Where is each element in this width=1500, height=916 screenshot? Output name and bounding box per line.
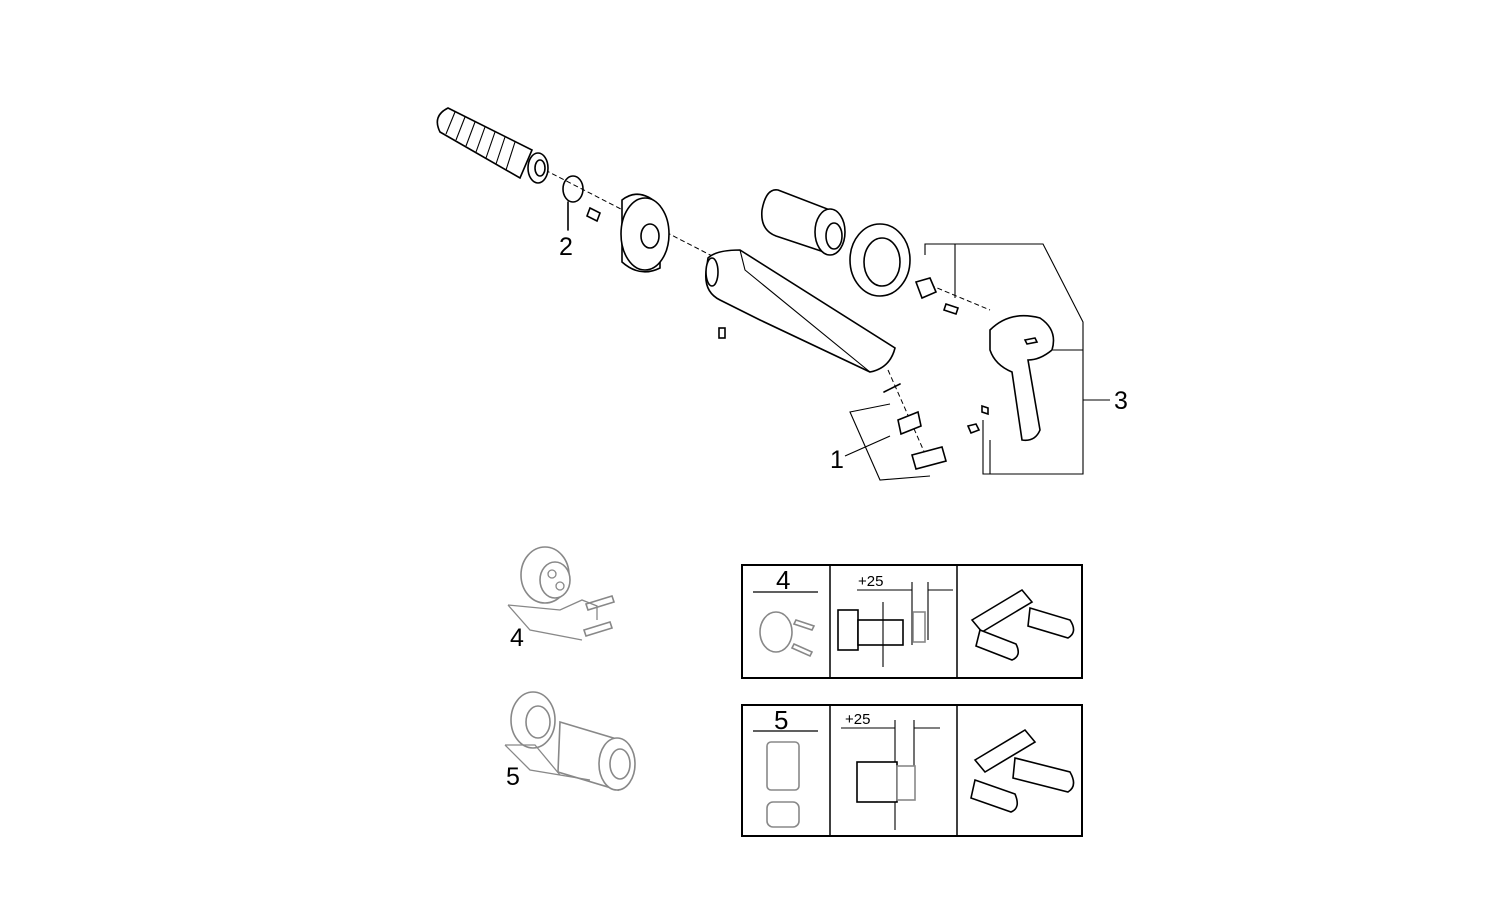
o-ring (562, 175, 584, 203)
flexible-hose (436, 107, 549, 184)
rough-in-set-5 (504, 691, 636, 792)
rough-in-set-4 (507, 546, 616, 641)
handle-adapter (914, 277, 938, 300)
handle-axis-line (929, 284, 991, 311)
aerator-gasket (883, 383, 901, 393)
set-screw (981, 404, 989, 416)
callout-1-bracket (844, 403, 931, 481)
table-4-number: 4 (776, 565, 790, 595)
handle-rosette-ring (849, 223, 911, 297)
callout-2: 2 (559, 233, 573, 261)
table-5-number: 5 (774, 705, 788, 735)
handle-screw (942, 302, 960, 316)
callout-5: 5 (506, 763, 520, 791)
compat-table-5: 5 +25 (741, 704, 1083, 837)
compat-table-4: 4 +25 (741, 564, 1083, 679)
callout-1: 1 (830, 446, 844, 474)
aerator-housing (911, 446, 947, 470)
table-4-offset: +25 (858, 573, 883, 590)
callout-3: 3 (1114, 387, 1128, 415)
spout-rosette (620, 193, 670, 273)
callout-3-bracket (924, 243, 1110, 475)
screw (585, 206, 602, 223)
handle-sleeve (760, 189, 846, 256)
table-5-offset: +25 (845, 711, 870, 728)
cap-nut (966, 423, 981, 435)
callout-4: 4 (510, 624, 524, 652)
spout (704, 249, 896, 373)
lever-handle (989, 314, 1055, 442)
aerator-insert (897, 410, 922, 436)
